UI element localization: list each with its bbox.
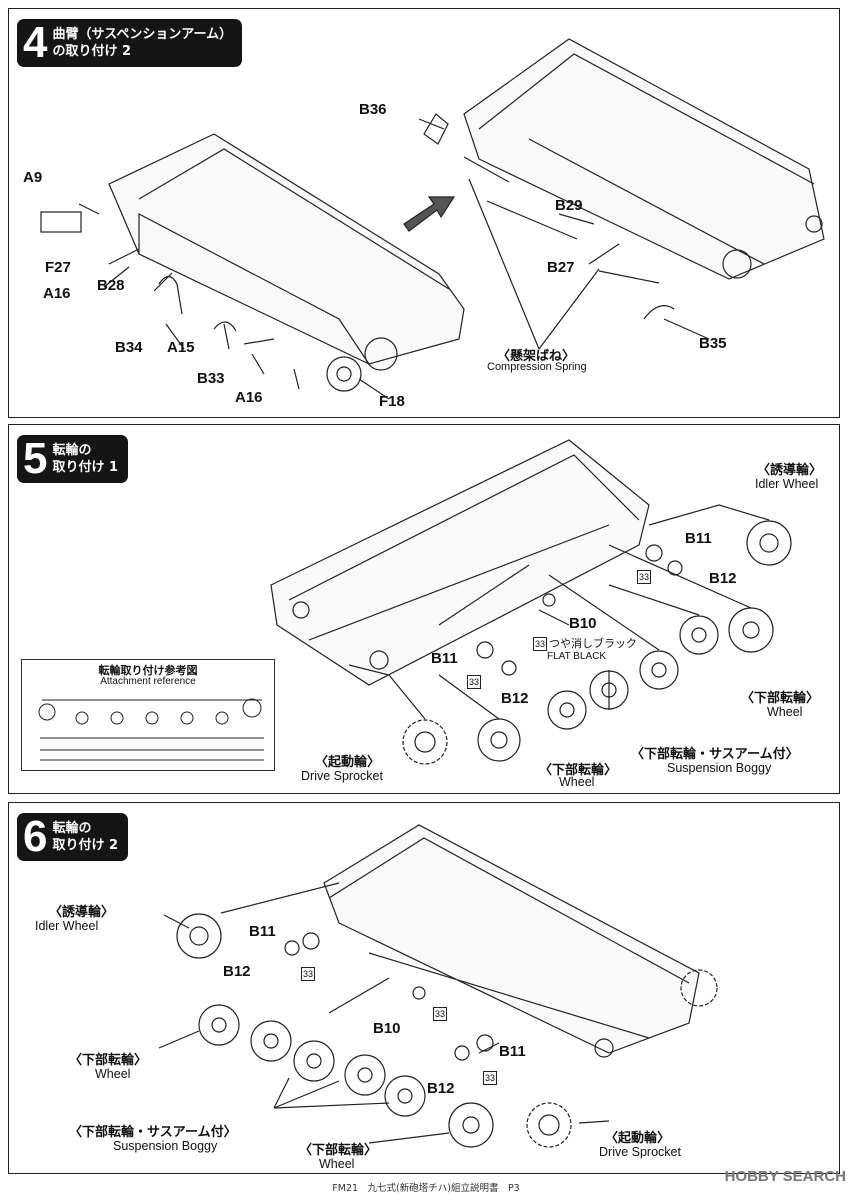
wheel-left-label-jp: 〈下部転輪〉 [69, 1053, 148, 1068]
part-label-b29: B29 [555, 197, 583, 214]
idler-label-en: Idler Wheel [755, 477, 819, 491]
step-title-line2: 取り付け 2 [52, 838, 119, 853]
step-title-line1: 転輪の [52, 821, 92, 836]
reference-title-jp: 転輪取り付け参考図 [98, 664, 198, 677]
part-label-a15: A15 [167, 339, 195, 356]
attachment-reference-box: 転輪取り付け参考図 Attachment reference [21, 659, 275, 771]
step-4-illustration [40, 38, 825, 400]
wheel-label-en: Wheel [559, 775, 595, 789]
step-number: 6 [23, 812, 48, 861]
part-label-b34: B34 [115, 339, 143, 356]
color-code-33: 33 [433, 1007, 447, 1021]
part-label-b36: B36 [359, 101, 387, 118]
part-label-b12: B12 [223, 963, 251, 980]
part-label-b11-lower: B11 [499, 1043, 526, 1060]
reference-title-en: Attachment reference [100, 676, 196, 687]
step-5-badge: 5 転輪の取り付け 1 [17, 434, 129, 483]
part-label-b28: B28 [97, 277, 125, 294]
sprocket-label-jp: 〈起動輪〉 [605, 1131, 671, 1146]
wheel-label-en: Wheel [319, 1157, 355, 1171]
part-label-b12: B12 [709, 570, 737, 587]
wheel-label-jp: 〈下部転輪〉 [299, 1143, 378, 1158]
part-label-f27: F27 [45, 259, 71, 276]
wheel-right-label-en: Wheel [767, 705, 803, 719]
boggy-label-jp: 〈下部転輪・サスアーム付〉 [69, 1125, 237, 1140]
part-label-b27: B27 [547, 259, 575, 276]
wheel-right-label-jp: 〈下部転輪〉 [741, 691, 820, 706]
part-label-f18: F18 [379, 393, 405, 410]
part-label-b11: B11 [685, 530, 712, 547]
wheel-label-jp: 〈下部転輪〉 [539, 763, 618, 778]
sprocket-label-en: Drive Sprocket [301, 769, 383, 783]
idler-label-jp: 〈誘導輪〉 [757, 463, 823, 478]
idler-label-jp: 〈誘導輪〉 [49, 905, 115, 920]
part-label-a9: A9 [23, 169, 43, 186]
color-code-33: 33 [533, 637, 547, 651]
part-label-b33: B33 [197, 370, 225, 387]
step-title-line1: 曲臂（サスペンションアーム） [52, 27, 233, 42]
part-label-b11-lower: B11 [431, 650, 458, 667]
sprocket-label-jp: 〈起動輪〉 [315, 755, 381, 770]
part-label-b12-lower: B12 [501, 690, 529, 707]
step-4-badge: 4 曲臂（サスペンションアーム） の取り付け 2 [17, 18, 243, 67]
boggy-label-en: Suspension Boggy [667, 761, 772, 775]
step-6-illustration [158, 824, 718, 1148]
flat-black-label-jp: つや消しブラック [549, 637, 637, 650]
reference-diagram [38, 698, 264, 761]
part-label-b35: B35 [699, 335, 727, 352]
part-label-b12-lower: B12 [427, 1080, 455, 1097]
step-title-line2: の取り付け 2 [52, 44, 132, 59]
color-code-33: 33 [301, 967, 315, 981]
step-6-badge: 6 転輪の取り付け 2 [17, 812, 129, 861]
boggy-label-jp: 〈下部転輪・サスアーム付〉 [631, 747, 799, 762]
step-5-illustration [270, 439, 792, 765]
color-code-33: 33 [637, 570, 651, 584]
flat-black-label-en: FLAT BLACK [547, 651, 607, 662]
step-number: 5 [23, 434, 48, 483]
idler-label-en: Idler Wheel [35, 919, 99, 933]
step-title-line1: 転輪の [52, 443, 92, 458]
step-5-panel: 5 転輪の取り付け 1 〈誘導輪〉 I [8, 424, 840, 794]
page-footer: FM21 九七式(新砲塔チハ)組立説明書 P3 [332, 1183, 520, 1194]
step-4-panel: 4 曲臂（サスペンションアーム） の取り付け 2 [8, 8, 840, 418]
part-label-a16-lower: A16 [235, 389, 263, 406]
color-code-33: 33 [483, 1071, 497, 1085]
step-6-panel: 6 転輪の取り付け 2 〈誘導輪〉 Idler Wh [8, 802, 840, 1174]
part-label-b10: B10 [373, 1020, 401, 1037]
spring-label-jp: 〈懸架ばね〉 [497, 349, 576, 364]
spring-label-en: Compression Spring [487, 361, 587, 373]
part-label-b11: B11 [249, 923, 276, 940]
wheel-left-label-en: Wheel [95, 1067, 131, 1081]
step-title-line2: 取り付け 1 [52, 460, 119, 475]
color-code-33: 33 [467, 675, 481, 689]
sprocket-label-en: Drive Sprocket [599, 1145, 681, 1159]
boggy-label-en: Suspension Boggy [113, 1139, 218, 1153]
watermark-logo: HOBBY SEARCH [724, 1168, 846, 1185]
step-number: 4 [23, 18, 48, 67]
part-label-a16: A16 [43, 285, 71, 302]
part-label-b10: B10 [569, 615, 597, 632]
